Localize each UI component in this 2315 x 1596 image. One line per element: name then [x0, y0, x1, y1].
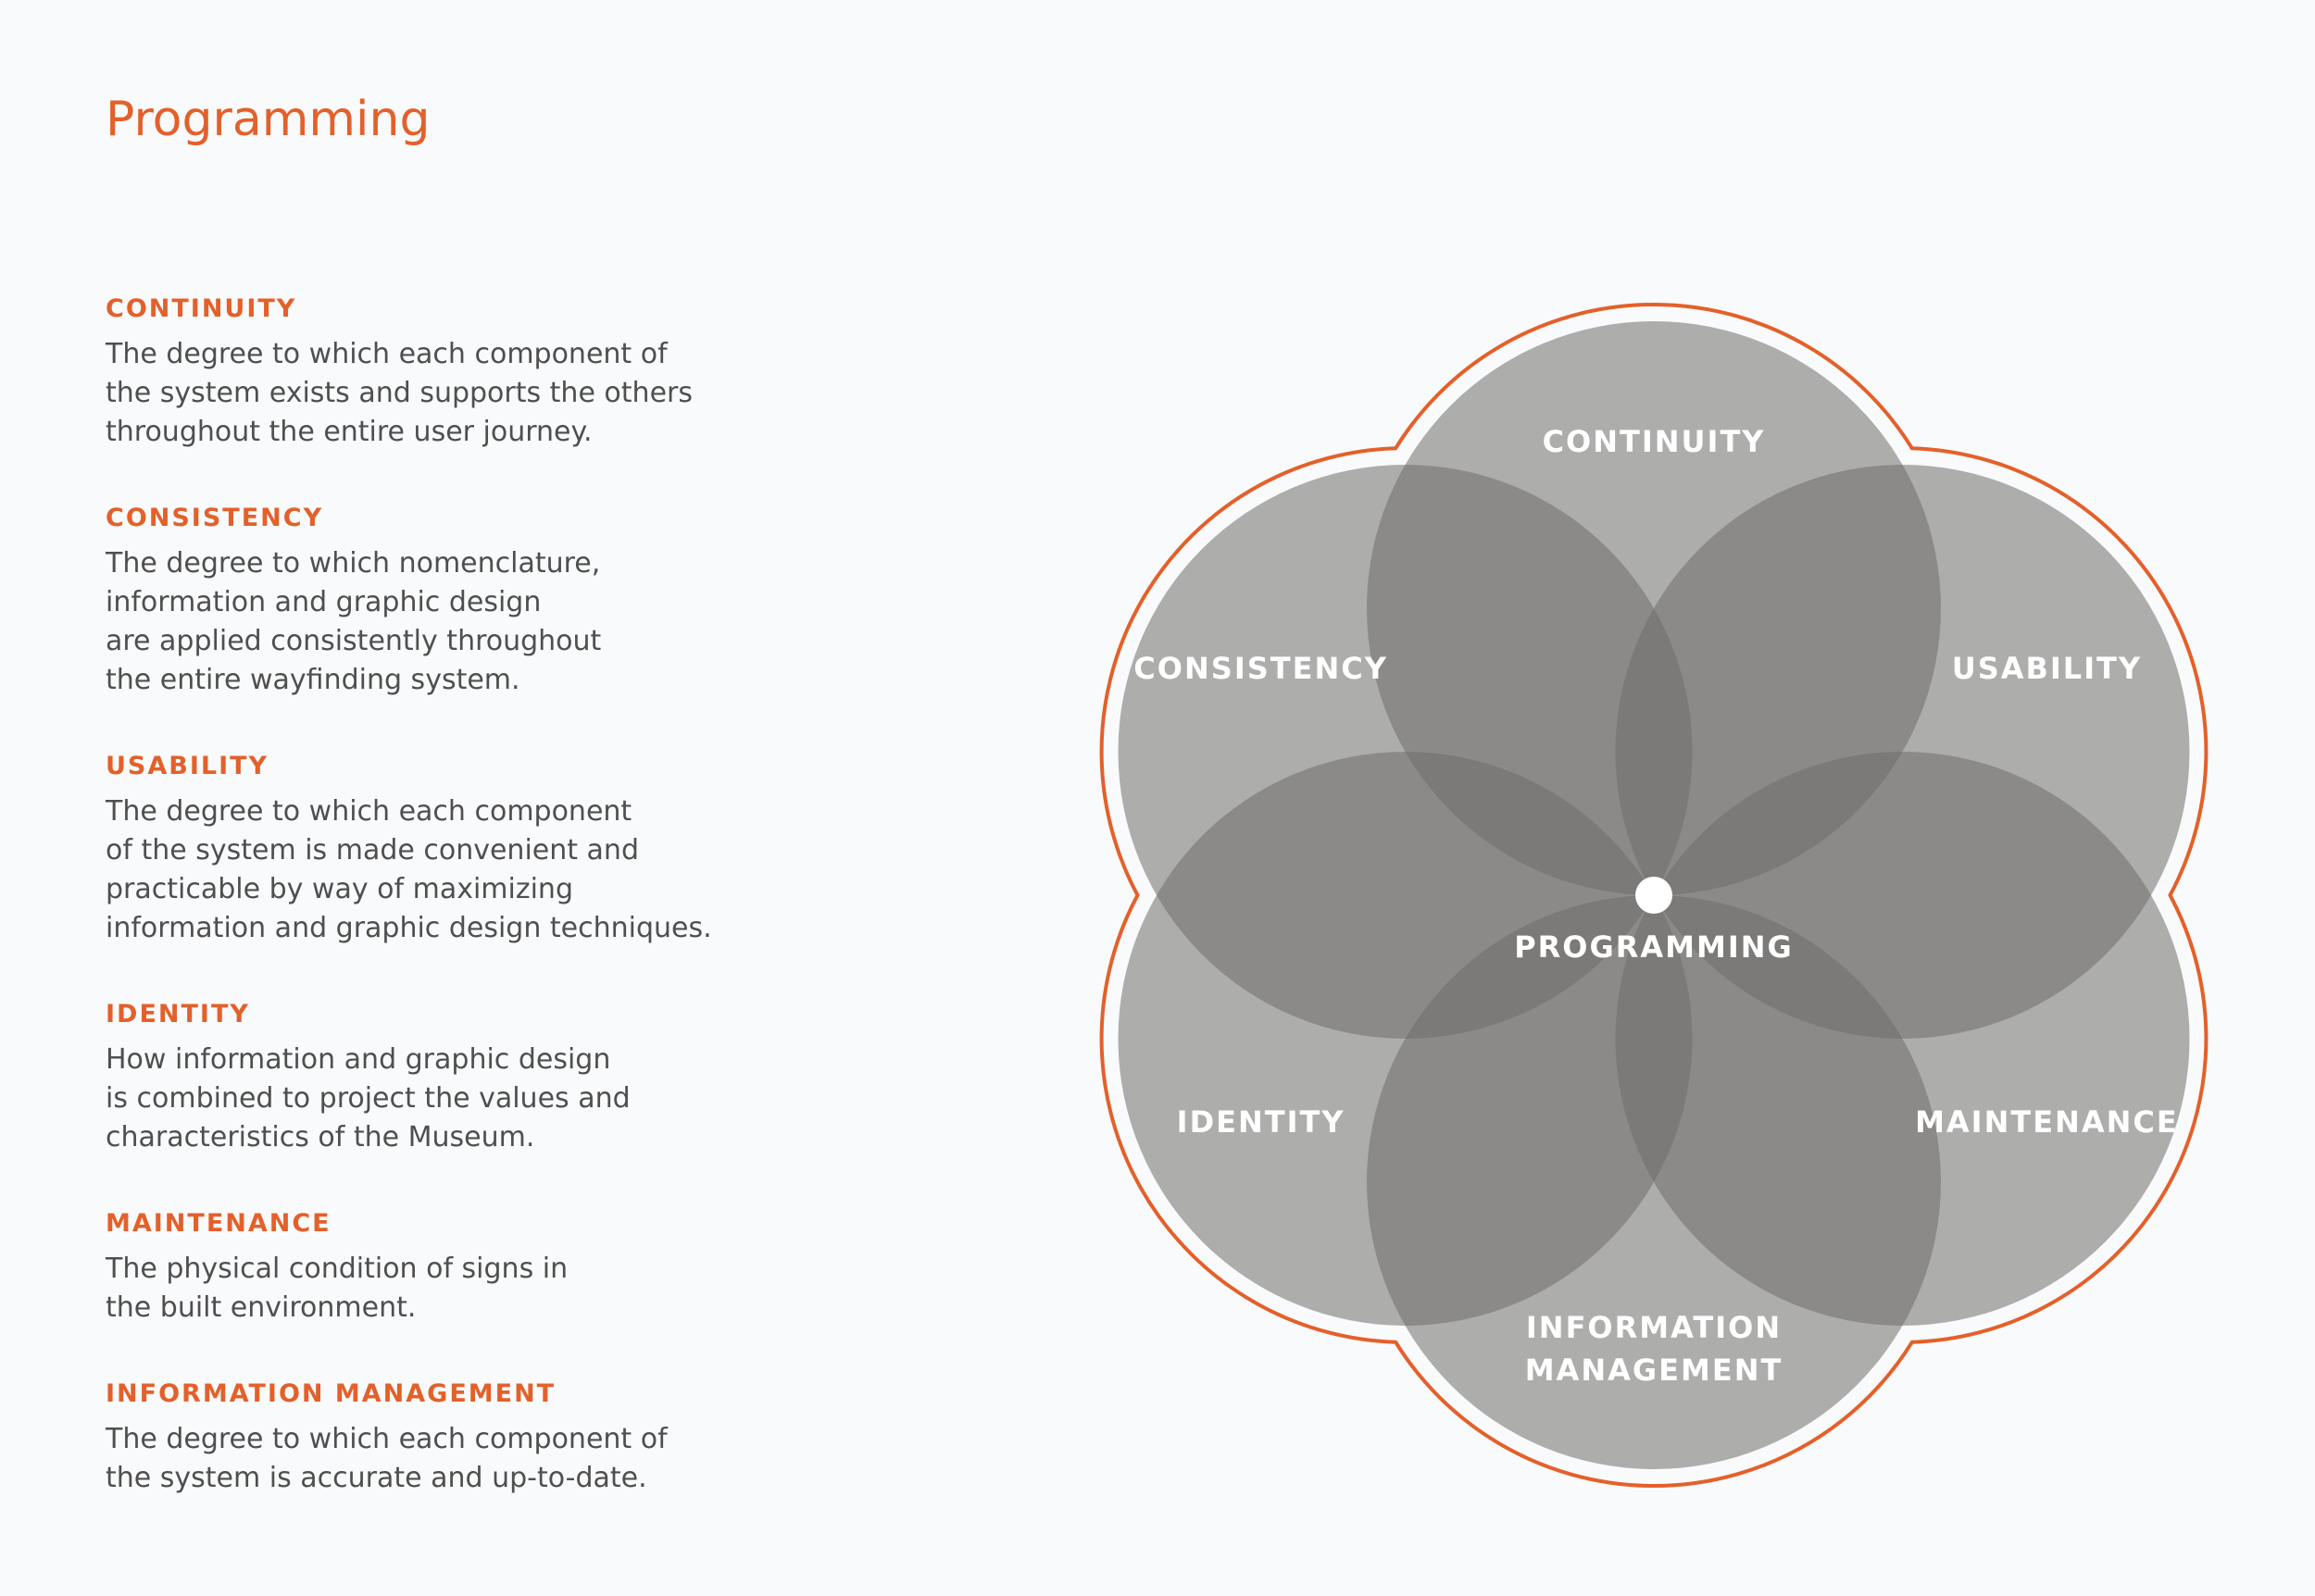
definition-text: The degree to which each component of th…: [106, 338, 693, 448]
definition-text: How information and graphic design is co…: [106, 1043, 631, 1153]
petal-labels: CONTINUITY USABILITY MAINTENANCE INFORMATIO…: [1133, 424, 2179, 1388]
definition-text: The degree to which each component of th…: [106, 1423, 668, 1494]
definition-continuity: CONTINUITY The degree to which each comp…: [106, 293, 754, 452]
definition-text: The physical condition of signs in the b…: [106, 1253, 569, 1324]
petal-label-usability: USABILITY: [1952, 651, 2142, 686]
page-title: Programming: [106, 92, 431, 147]
flower-outline: [1099, 303, 2209, 1488]
center-dot: [1635, 877, 1672, 914]
petal-circles: [1118, 321, 2190, 1469]
petal-circle-consistency: [1118, 465, 1693, 1039]
definition-maintenance: MAINTENANCE The physical condition of si…: [106, 1207, 754, 1328]
definition-consistency: CONSISTENCY The degree to which nomencla…: [106, 502, 754, 700]
center-label: PROGRAMMING: [1514, 929, 1794, 965]
definition-identity: IDENTITY How information and graphic des…: [106, 998, 754, 1157]
definition-usability: USABILITY The degree to which each compo…: [106, 750, 754, 948]
petal-label-identity: IDENTITY: [1177, 1104, 1345, 1140]
petal-label-continuity: CONTINUITY: [1543, 424, 1766, 459]
petal-label-maintenance: MAINTENANCE: [1915, 1104, 2179, 1140]
petal-label-consistency: CONSISTENCY: [1133, 651, 1388, 686]
definitions-list: CONTINUITY The degree to which each comp…: [106, 293, 754, 1498]
definition-term: MAINTENANCE: [106, 1209, 332, 1238]
definition-text: The degree to which nomenclature, inform…: [106, 547, 602, 696]
definition-term: CONTINUITY: [106, 294, 297, 323]
definition-information-management: INFORMATION MANAGEMENT The degree to whi…: [106, 1378, 754, 1498]
definition-term: CONSISTENCY: [106, 504, 324, 532]
definition-term: USABILITY: [106, 752, 269, 780]
definition-term: INFORMATION MANAGEMENT: [106, 1379, 557, 1408]
programming-flower-diagram: CONTINUITY USABILITY MAINTENANCE INFORMATIO…: [1099, 303, 2209, 1488]
definition-text: The degree to which each component of th…: [106, 795, 712, 944]
definition-term: IDENTITY: [106, 1000, 250, 1029]
